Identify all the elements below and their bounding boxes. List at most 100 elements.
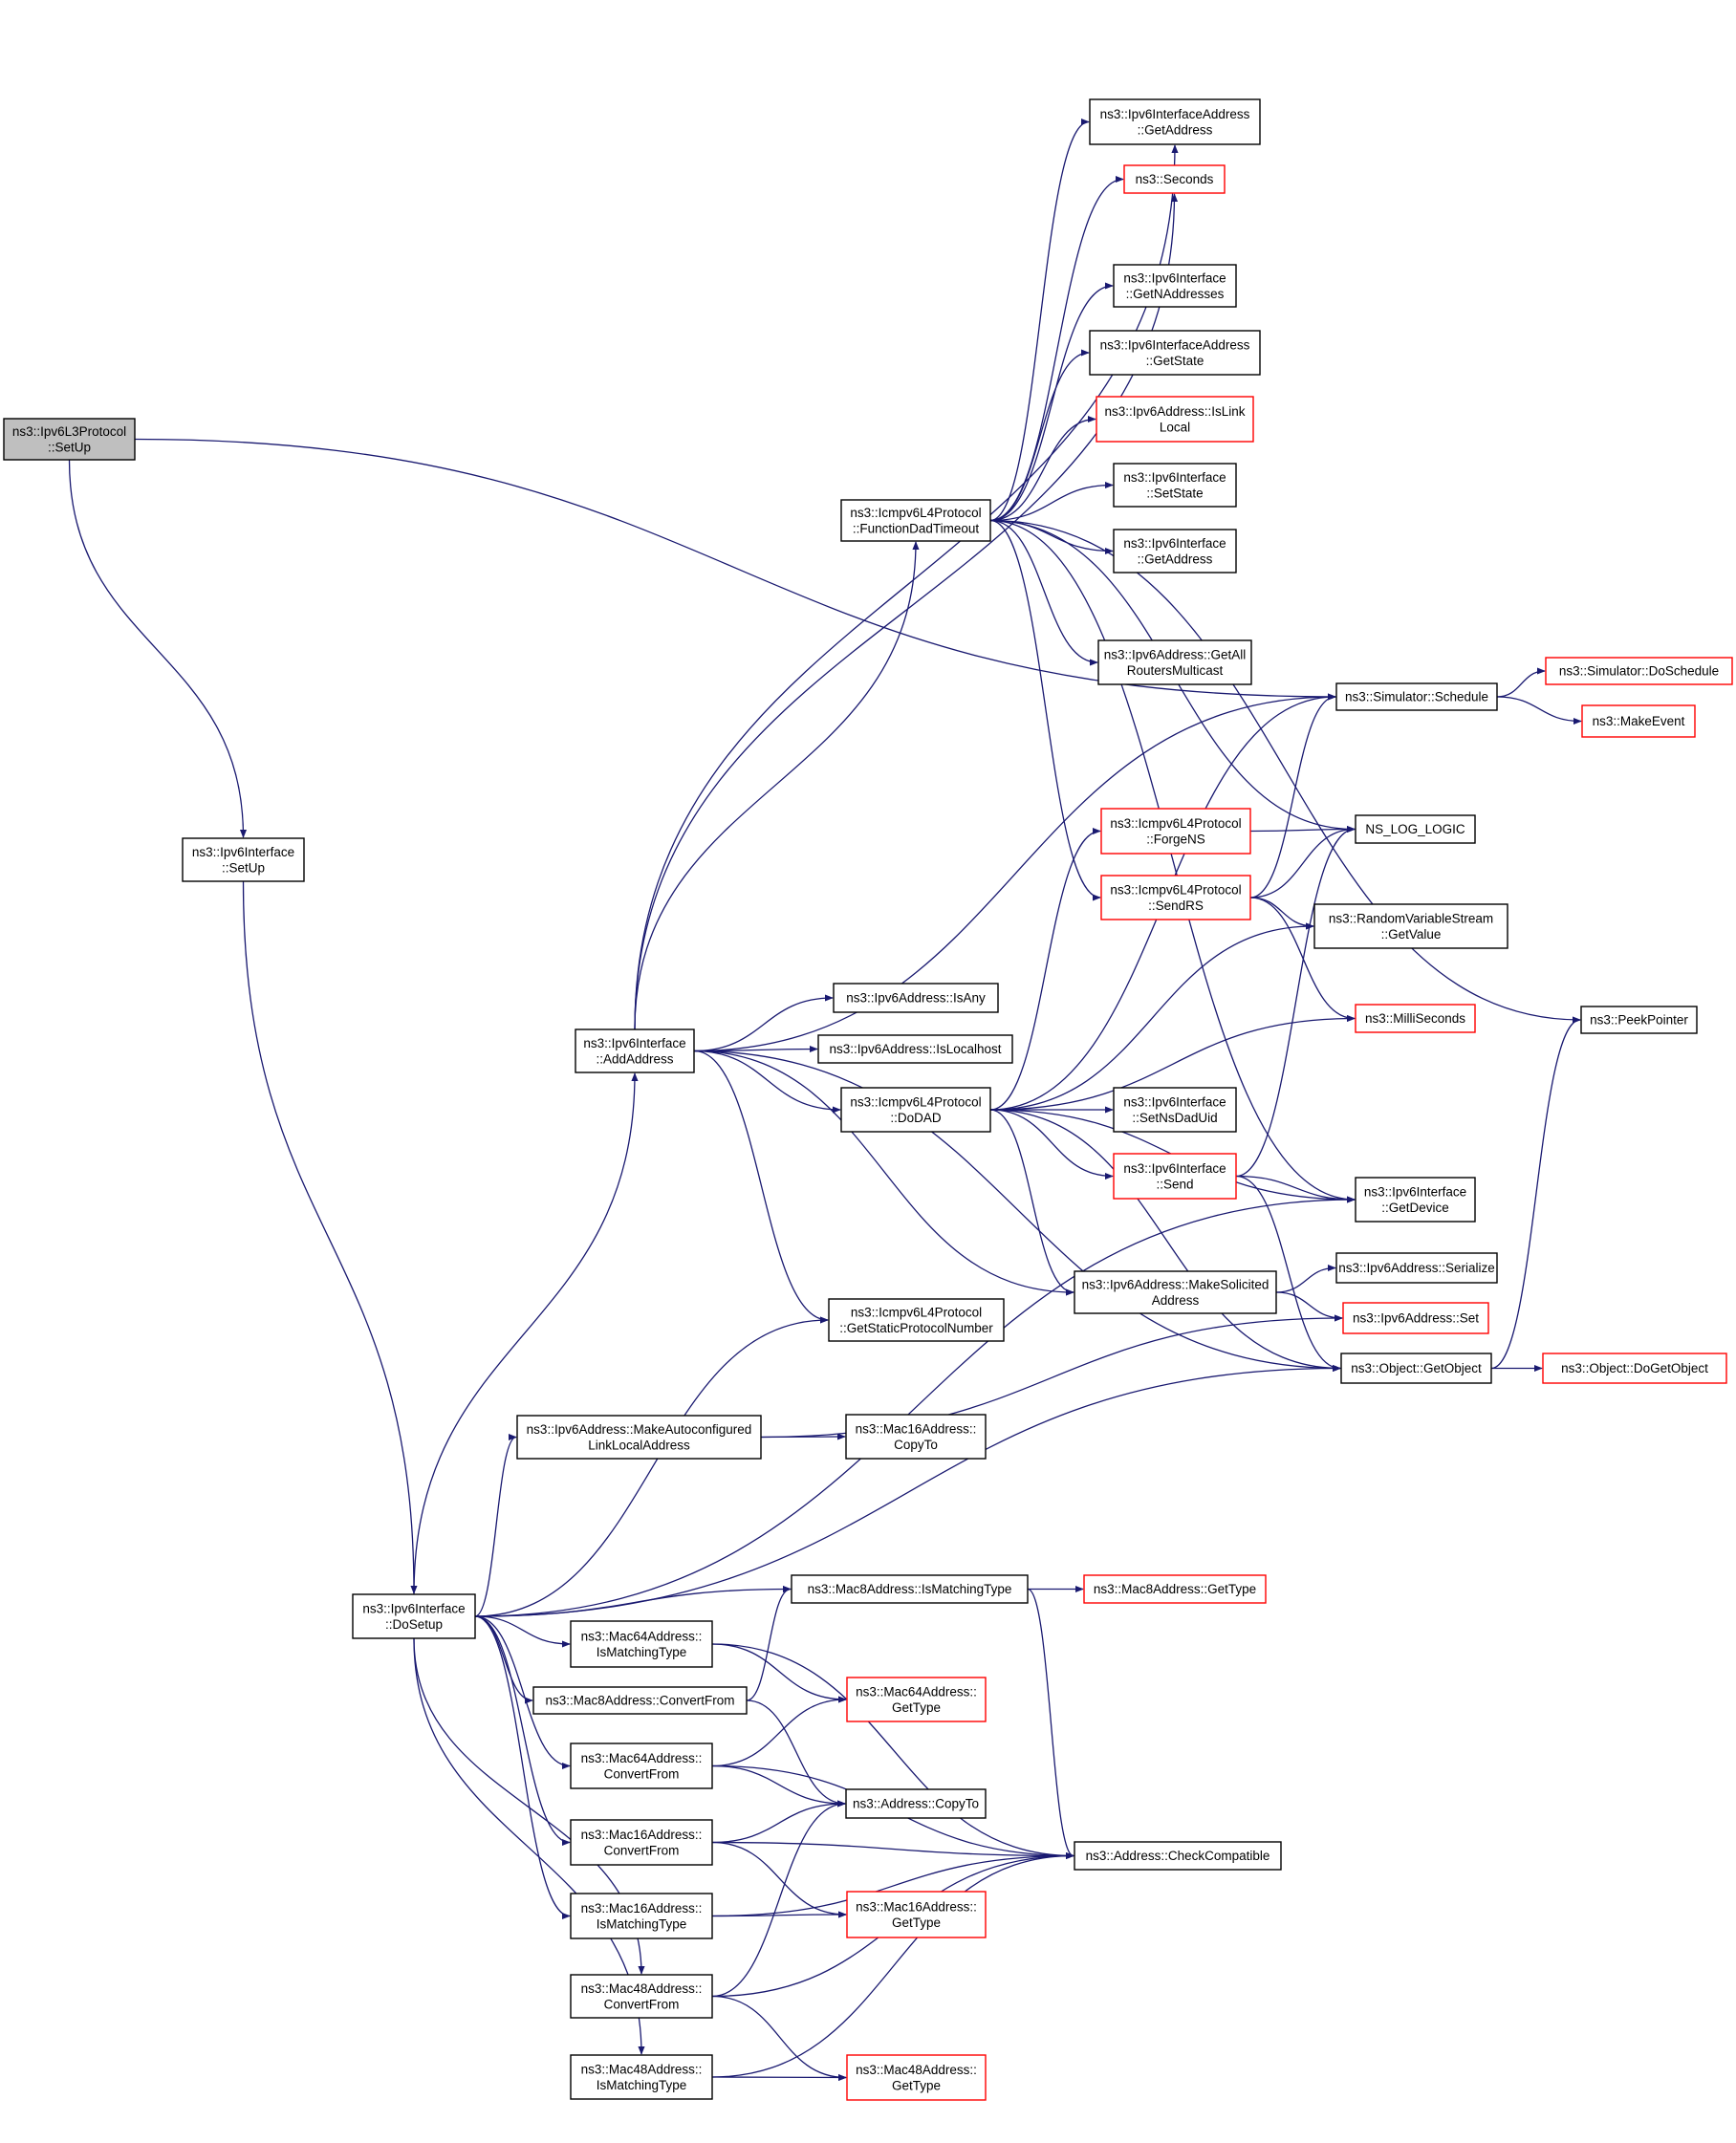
edge-send-to-getobject (1235, 1175, 1341, 1373)
node-addaddr[interactable]: ns3::Ipv6Interface::AddAddress (575, 1028, 695, 1073)
node-if_getaddr[interactable]: ns3::Ipv6Interface::GetAddress (1113, 529, 1237, 574)
edge-dodad-to-millis (989, 1014, 1356, 1111)
node-rvs[interactable]: ns3::RandomVariableStream::GetValue (1313, 903, 1508, 949)
node-m48convert[interactable]: ns3::Mac48Address::ConvertFrom (570, 1974, 713, 2019)
edge-dodad-to-forgens (989, 827, 1101, 1111)
edge-m16convert-to-addrcopy (711, 1800, 846, 1844)
node-millis[interactable]: ns3::MilliSeconds (1355, 1004, 1476, 1033)
node-label: ns3::Mac16Address:: (856, 1899, 977, 1914)
node-label: ns3::MilliSeconds (1365, 1011, 1465, 1026)
node-getstatic[interactable]: ns3::Icmpv6L4Protocol::GetStaticProtocol… (828, 1298, 1005, 1342)
node-addrcopy[interactable]: ns3::Address::CopyTo (845, 1788, 987, 1819)
node-label: ::FunctionDadTimeout (853, 521, 980, 535)
node-m16ismatch[interactable]: ns3::Mac16Address::IsMatchingType (570, 1893, 713, 1939)
node-ifsetup[interactable]: ns3::Ipv6Interface::SetUp (182, 837, 305, 882)
node-setnsdad[interactable]: ns3::Ipv6Interface::SetNsDadUid (1113, 1087, 1237, 1133)
edge-dosetup-to-getstatic (474, 1316, 829, 1617)
node-box (1335, 1252, 1498, 1284)
node-m8convert[interactable]: ns3::Mac8Address::ConvertFrom (532, 1686, 748, 1715)
node-label: ns3::Mac64Address:: (581, 1751, 703, 1765)
node-getnaddr[interactable]: ns3::Ipv6Interface::GetNAddresses (1113, 264, 1237, 308)
node-m8ismatch[interactable]: ns3::Mac8Address::IsMatchingType (791, 1574, 1029, 1604)
edge-m16ismatch-to-checkcompat (711, 1851, 1074, 1917)
node-sendrs[interactable]: ns3::Icmpv6L4Protocol::SendRS (1100, 875, 1251, 920)
node-box (3, 418, 136, 461)
edge-schedule-to-makeevent (1496, 696, 1582, 725)
node-dogetobject[interactable]: ns3::Object::DoGetObject (1542, 1353, 1727, 1384)
node-serialize[interactable]: ns3::Ipv6Address::Serialize (1335, 1252, 1498, 1284)
node-label: ::GetStaticProtocolNumber (839, 1321, 993, 1335)
node-seconds[interactable]: ns3::Seconds (1123, 164, 1226, 194)
node-setstate[interactable]: ns3::Ipv6Interface::SetState (1113, 463, 1237, 508)
node-box (845, 1414, 987, 1460)
node-box (575, 1028, 695, 1073)
node-getdevice[interactable]: ns3::Ipv6Interface::GetDevice (1355, 1177, 1476, 1223)
node-forgens[interactable]: ns3::Icmpv6L4Protocol::ForgeNS (1100, 808, 1251, 855)
edge-addaddr-to-ifaddr_getaddr (634, 144, 1179, 1030)
node-label: ns3::Icmpv6L4Protocol (850, 506, 981, 520)
node-doschedule[interactable]: ns3::Simulator::DoSchedule (1545, 657, 1733, 685)
node-checkcompat[interactable]: ns3::Address::CheckCompatible (1074, 1841, 1282, 1871)
node-islocalhost[interactable]: ns3::Ipv6Address::IsLocalhost (817, 1034, 1013, 1064)
edge-dodad-to-getobject (989, 1109, 1341, 1373)
edge-fdad-to-peek (989, 519, 1581, 1024)
node-label: ns3::Ipv6Interface (192, 845, 294, 859)
node-label: ::GetAddress (1138, 552, 1213, 566)
node-isany[interactable]: ns3::Ipv6Address::IsAny (833, 983, 999, 1013)
node-m48ismatch[interactable]: ns3::Mac48Address::IsMatchingType (570, 2054, 713, 2100)
node-dodad[interactable]: ns3::Icmpv6L4Protocol::DoDAD (840, 1087, 991, 1133)
edge-addaddr-to-isany (693, 994, 834, 1052)
node-makeauto[interactable]: ns3::Ipv6Address::MakeAutoconfiguredLink… (516, 1415, 762, 1460)
node-ipv6set[interactable]: ns3::Ipv6Address::Set (1342, 1302, 1489, 1334)
node-m16copy[interactable]: ns3::Mac16Address::CopyTo (845, 1414, 987, 1460)
node-label: RoutersMulticast (1127, 663, 1224, 678)
node-dosetup[interactable]: ns3::Ipv6Interface::DoSetup (352, 1593, 476, 1639)
node-box (1355, 814, 1476, 844)
node-label: ConvertFrom (604, 1997, 680, 2011)
node-makeevent[interactable]: ns3::MakeEvent (1581, 704, 1696, 738)
node-ifaddr_getstate[interactable]: ns3::Ipv6InterfaceAddress::GetState (1089, 330, 1261, 376)
node-label: ns3::Ipv6Address::GetAll (1104, 647, 1247, 661)
node-nslog[interactable]: NS_LOG_LOGIC (1355, 814, 1476, 844)
node-m16convert[interactable]: ns3::Mac16Address::ConvertFrom (570, 1819, 713, 1866)
node-box (1089, 98, 1261, 145)
node-getobject[interactable]: ns3::Object::GetObject (1340, 1353, 1492, 1384)
node-schedule[interactable]: ns3::Simulator::Schedule (1335, 682, 1498, 711)
node-m64ismatch[interactable]: ns3::Mac64Address::IsMatchingType (570, 1620, 713, 1668)
node-label: ns3::Mac16Address:: (581, 1828, 703, 1842)
edge-fdad-to-setstate (989, 481, 1114, 522)
node-label: IsMatchingType (597, 1916, 687, 1931)
node-label: ns3::Mac48Address:: (581, 1981, 703, 1996)
edge-dosetup-to-m16ismatch (474, 1615, 571, 1920)
node-label: GetType (892, 1700, 941, 1715)
node-m48gettype[interactable]: ns3::Mac48Address::GetType (846, 2054, 987, 2101)
node-ifaddr_getaddr[interactable]: ns3::Ipv6InterfaceAddress::GetAddress (1089, 98, 1261, 145)
node-box (570, 1620, 713, 1668)
node-peek[interactable]: ns3::PeekPointer (1580, 1006, 1698, 1034)
node-label: GetType (892, 2078, 941, 2092)
node-root[interactable]: ns3::Ipv6L3Protocol::SetUp (3, 418, 136, 461)
node-m8gettype[interactable]: ns3::Mac8Address::GetType (1083, 1574, 1267, 1604)
node-send[interactable]: ns3::Ipv6Interface::Send (1113, 1153, 1237, 1200)
node-label: Local (1160, 420, 1190, 434)
edge-dosetup-to-m8ismatch (474, 1585, 792, 1617)
node-label: ns3::Icmpv6L4Protocol (1110, 882, 1241, 897)
edge-dosetup-to-m64convert (474, 1615, 571, 1770)
edge-m64convert-to-addrcopy (711, 1764, 846, 1807)
edge-fdad-to-ifaddr_getstate (989, 349, 1090, 522)
node-fdad[interactable]: ns3::Icmpv6L4Protocol::FunctionDadTimeou… (840, 499, 991, 542)
node-box (817, 1034, 1013, 1064)
node-label: ::Send (1156, 1177, 1193, 1191)
node-m64convert[interactable]: ns3::Mac64Address::ConvertFrom (570, 1743, 713, 1789)
node-box (570, 2054, 713, 2100)
node-m64gettype[interactable]: ns3::Mac64Address::GetType (846, 1677, 987, 1722)
node-m16gettype[interactable]: ns3::Mac16Address::GetType (846, 1891, 987, 1938)
node-label: IsMatchingType (597, 2078, 687, 2092)
edge-sendrs-to-millis (1249, 897, 1356, 1023)
node-label: ns3::Ipv6Interface (1123, 1161, 1226, 1176)
edge-fdad-to-getdevice (989, 519, 1356, 1203)
